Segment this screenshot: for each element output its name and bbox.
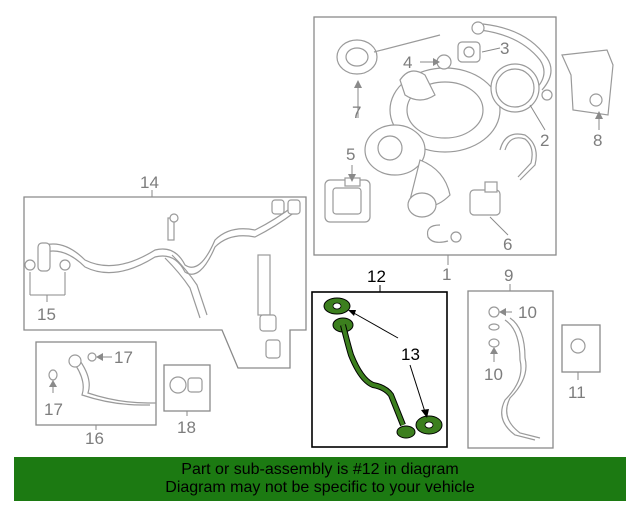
callout-10a: 10 bbox=[518, 303, 537, 322]
callout-2: 2 bbox=[540, 131, 549, 150]
callout-5: 5 bbox=[346, 145, 355, 164]
callout-17a: 17 bbox=[114, 348, 133, 367]
callout-7: 7 bbox=[352, 103, 361, 122]
callout-15: 15 bbox=[37, 305, 56, 324]
callout-12: 12 bbox=[367, 267, 386, 286]
pipe-16 bbox=[71, 359, 150, 406]
group-14-box bbox=[23, 196, 307, 369]
callout-6: 6 bbox=[503, 235, 512, 254]
callout-13: 13 bbox=[401, 345, 420, 364]
callout-8: 8 bbox=[593, 131, 602, 150]
banner-line-1: Part or sub-assembly is #12 in diagram bbox=[181, 461, 459, 478]
turbocharger-drawing bbox=[324, 67, 501, 223]
callout-4: 4 bbox=[403, 53, 412, 72]
parts-diagram: 1 2 3 4 5 6 7 8 9 10 10 11 12 13 14 15 1… bbox=[23, 16, 614, 449]
callout-14: 14 bbox=[140, 173, 159, 192]
group-11-box bbox=[561, 324, 601, 373]
part-3-drawing bbox=[457, 41, 481, 63]
callout-18: 18 bbox=[177, 418, 196, 437]
callout-3: 3 bbox=[500, 39, 509, 58]
bracket-8 bbox=[561, 49, 614, 116]
part-info-banner: Part or sub-assembly is #12 in diagram D… bbox=[14, 457, 626, 501]
wastegate-actuator bbox=[336, 34, 441, 75]
solenoid-valve-6 bbox=[469, 181, 501, 216]
banner-line-2: Diagram may not be specific to your vehi… bbox=[165, 479, 475, 496]
callout-9: 9 bbox=[504, 266, 513, 285]
callout-16: 16 bbox=[85, 429, 104, 448]
turbo-assembly-box bbox=[313, 16, 557, 256]
oil-feed-pipe-12 bbox=[323, 297, 443, 439]
callout-11: 11 bbox=[568, 383, 586, 402]
callout-17b: 17 bbox=[44, 400, 63, 419]
pipe-9 bbox=[501, 319, 536, 441]
callout-1: 1 bbox=[442, 265, 451, 284]
upper-hose bbox=[479, 29, 545, 91]
callout-10b: 10 bbox=[484, 365, 503, 384]
coolant-pipe-14 bbox=[44, 204, 296, 268]
group-9-box bbox=[467, 290, 554, 449]
